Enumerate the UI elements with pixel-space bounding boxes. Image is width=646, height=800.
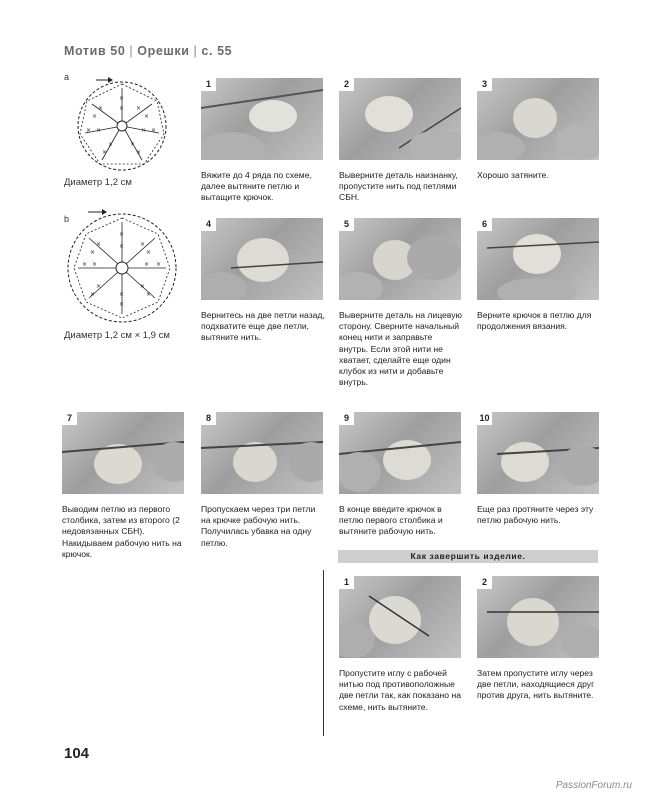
svg-text:×: × [140,283,145,290]
svg-text:×: × [140,241,145,248]
step-number: 2 [339,78,354,91]
step-photo: 4 [201,218,323,300]
step-number: 7 [62,412,77,425]
svg-text:×: × [96,283,101,290]
finish-step-photo: 2 [477,576,599,658]
step-caption: Верните крючок в петлю для продолжения в… [477,310,592,332]
divider-line [323,570,324,736]
step-photo: 7 [62,412,184,494]
page-number: 104 [64,745,90,762]
svg-text:×: × [96,241,101,248]
diagram-b-caption: Диаметр 1,2 см × 1,9 см [64,330,170,341]
step-caption: В конце введите крючок в петлю первого с… [339,504,443,537]
finish-section-title: Как завершить изделие. [338,550,598,563]
step-caption: Пропускаем через три петли на крючке раб… [201,504,316,548]
svg-text:×: × [82,261,87,268]
page-header: Мотив 50|Орешки|с. 55 [64,44,232,58]
diagram-b-letter: b [64,214,70,224]
page-reference: с. 55 [201,44,233,58]
finish-step-photo: 1 [339,576,461,658]
step-number: 5 [339,218,354,231]
svg-text:×: × [136,149,141,156]
finish-step-caption: Пропустите иглу с рабочей нитью под прот… [339,668,461,712]
svg-text:×: × [90,249,95,256]
step-caption: Вяжите до 4 ряда по схеме, далее вытянит… [201,170,312,203]
motif-title: Орешки [137,44,190,58]
svg-text:×: × [102,149,107,156]
diagram-b: ×× ×× ×× ×× ×× ×× ×× ×× [62,206,182,328]
step-number: 3 [477,78,492,91]
step-caption: Выверните деталь на лицевую сторону. Све… [339,310,462,388]
step-number: 1 [201,78,216,91]
step-number: 4 [201,218,216,231]
step-caption: Выводим петлю из первого столбика, затем… [62,504,182,559]
diagram-a: ×× ×× ×× ×× ×× ×× ×× [66,76,178,176]
step-caption: Выверните деталь наизнанку, пропустите н… [339,170,458,203]
step-photo: 1 [201,78,323,160]
step-number: 1 [339,576,354,589]
step-photo: 8 [201,412,323,494]
step-number: 10 [477,412,492,425]
svg-text:×: × [90,291,95,298]
svg-text:×: × [98,105,103,112]
step-caption: Хорошо затяните. [477,170,549,180]
finish-step-caption: Затем пропустите иглу через две петли, н… [477,668,595,701]
svg-text:×: × [156,261,161,268]
svg-text:×: × [141,127,146,134]
svg-text:×: × [151,127,156,134]
step-photo: 6 [477,218,599,300]
svg-text:×: × [136,105,141,112]
step-photo: 3 [477,78,599,160]
svg-text:×: × [146,291,151,298]
svg-text:×: × [92,113,97,120]
step-number: 6 [477,218,492,231]
svg-text:×: × [119,291,124,298]
diagram-a-letter: a [64,72,70,82]
header-separator: | [129,44,134,58]
svg-text:×: × [119,95,124,102]
step-photo: 2 [339,78,461,160]
step-number: 9 [339,412,354,425]
step-photo: 9 [339,412,461,494]
step-caption: Вернитесь на две петли назад, подхватите… [201,310,325,343]
diagram-a-caption: Диаметр 1,2 см [64,177,132,188]
step-photo: 5 [339,218,461,300]
step-number: 8 [201,412,216,425]
svg-text:×: × [119,105,124,112]
svg-text:×: × [119,231,124,238]
svg-text:×: × [92,261,97,268]
svg-text:×: × [96,127,101,134]
header-separator: | [193,44,198,58]
svg-text:×: × [108,141,113,148]
svg-text:×: × [146,249,151,256]
watermark: PassionForum.ru [555,780,632,791]
svg-text:×: × [130,141,135,148]
svg-text:×: × [144,113,149,120]
svg-text:×: × [86,127,91,134]
svg-text:×: × [119,301,124,308]
motif-label: Мотив 50 [64,44,126,58]
svg-text:×: × [119,243,124,250]
step-number: 2 [477,576,492,589]
step-photo: 10 [477,412,599,494]
step-caption: Еще раз протяните через эту петлю рабочу… [477,504,594,526]
svg-text:×: × [144,261,149,268]
